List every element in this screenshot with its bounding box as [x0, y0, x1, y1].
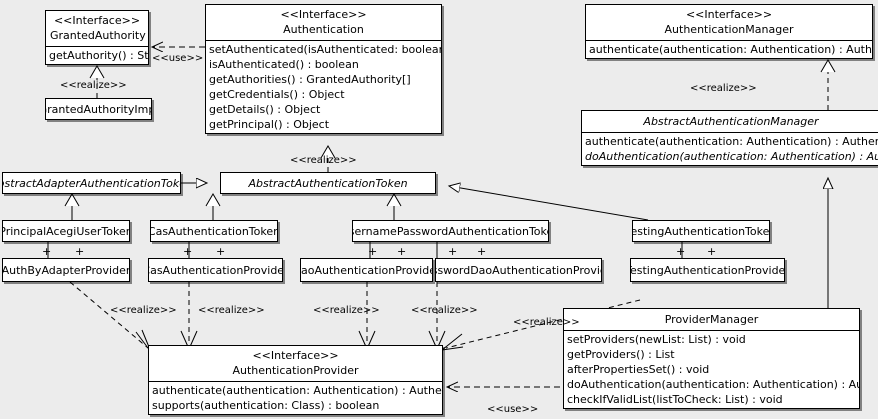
class-name: AbstractAuthenticationManager	[643, 115, 819, 128]
operations-compartment: authenticate(authentication: Authenticat…	[586, 41, 872, 58]
association-plus-marker: +	[676, 245, 686, 258]
class-authentication-manager[interactable]: <<Interface>> AuthenticationManager auth…	[585, 4, 873, 59]
class-abstract-authentication-token[interactable]: AbstractAuthenticationToken	[220, 172, 436, 194]
divider	[206, 40, 441, 41]
class-granted-authority-impl[interactable]: GrantedAuthorityImpl	[45, 98, 152, 120]
class-header: <<Interface>> AuthenticationManager	[586, 5, 872, 40]
operation: isAuthenticated() : boolean	[209, 58, 359, 71]
class-name: Authentication	[283, 23, 364, 36]
association-plus-marker: +	[42, 245, 52, 258]
operation: setAuthenticated(isAuthenticated: boolea…	[209, 43, 441, 56]
class-header: AbstractAuthenticationManager	[582, 111, 878, 132]
association-plus-marker: +	[397, 245, 407, 258]
association-plus-marker: +	[75, 245, 85, 258]
class-abstract-adapter-authentication-token[interactable]: AbstractAdapterAuthenticationToken	[2, 172, 181, 194]
stereotype-label: <<Interface>>	[53, 14, 141, 27]
class-name: GrantedAuthority	[50, 29, 146, 42]
class-name: DaoAuthenticationProvider	[300, 263, 432, 277]
operations-compartment: getAuthority() : String	[46, 47, 148, 64]
class-password-dao-authentication-provider[interactable]: PasswordDaoAuthenticationProvider	[435, 258, 602, 282]
class-name: GrantedAuthorityImpl	[45, 102, 151, 116]
association-plus-marker: +	[707, 245, 717, 258]
operation: doAuthentication(authentication: Authent…	[567, 378, 859, 391]
class-auth-by-adapter-provider[interactable]: AuthByAdapterProvider	[2, 258, 130, 282]
stereotype-label: <<Interface>>	[252, 349, 339, 362]
operation: getCredentials() : Object	[209, 88, 345, 101]
class-name: UsernamePasswordAuthenticationToken	[352, 224, 548, 238]
class-dao-authentication-provider[interactable]: DaoAuthenticationProvider	[300, 258, 433, 282]
class-provider-manager[interactable]: ProviderManager setProviders(newList: Li…	[563, 308, 860, 409]
operation: getAuthorities() : GrantedAuthority[]	[209, 73, 411, 86]
operation: supports(authentication: Class) : boolea…	[152, 399, 380, 412]
relation-label-realize-auth-by-adapter-provider: <<realize>>	[110, 305, 177, 316]
operation: setProviders(newList: List) : void	[567, 333, 746, 346]
association-plus-marker: +	[477, 245, 487, 258]
class-name: AbstractAuthenticationToken	[248, 176, 408, 190]
divider	[586, 40, 872, 41]
operation: doAuthentication(authentication: Authent…	[585, 150, 878, 163]
relation-label-use-granted-authority: <<use>>	[152, 53, 204, 64]
class-header: ProviderManager	[564, 309, 859, 330]
class-header: <<Interface>> Authentication	[206, 5, 441, 40]
class-testing-authentication-provider[interactable]: TestingAuthenticationProvider	[630, 258, 785, 282]
stereotype-label: <<Interface>>	[685, 8, 773, 21]
class-name: AuthenticationProvider	[232, 364, 359, 377]
class-name: TestingAuthenticationProvider	[630, 263, 785, 277]
operations-compartment: authenticate(authentication: Authenticat…	[149, 382, 442, 414]
association-plus-marker: +	[216, 245, 226, 258]
relation-label-realize-testing-authentication-provider: <<realize>>	[513, 317, 580, 328]
divider	[149, 381, 442, 382]
class-name: AuthenticationManager	[664, 23, 794, 36]
operation: getProviders() : List	[567, 348, 675, 361]
class-cas-authentication-token[interactable]: CasAuthenticationToken	[150, 220, 278, 242]
operation: getPrincipal() : Object	[209, 118, 330, 131]
class-principal-acegi-user-token[interactable]: PrincipalAcegiUserToken	[2, 220, 130, 242]
class-header: <<Interface>> AuthenticationProvider	[149, 346, 442, 381]
relation-label-realize-abstract-authentication-manager: <<realize>>	[690, 83, 757, 94]
relation-label-realize-granted-authority-impl: <<realize>>	[60, 80, 127, 91]
operation: afterPropertiesSet() : void	[567, 363, 710, 376]
relation-label-realize-dao-authentication-provider: <<realize>>	[313, 305, 380, 316]
class-name: AbstractAdapterAuthenticationToken	[3, 176, 180, 190]
relation-label-realize-abstract-authentication-token: <<realize>>	[290, 155, 357, 166]
divider	[46, 46, 148, 47]
operation: authenticate(authentication: Authenticat…	[585, 135, 878, 148]
stereotype-label: <<Interface>>	[280, 8, 367, 21]
class-name: CasAuthenticationToken	[150, 224, 278, 238]
class-name: CasAuthenticationProvider	[148, 263, 283, 277]
class-name: AuthByAdapterProvider	[2, 263, 130, 277]
class-name: TestingAuthenticationToken	[632, 224, 770, 238]
operation: authenticate(authentication: Authenticat…	[152, 384, 442, 397]
operations-compartment: setProviders(newList: List) : void getPr…	[564, 331, 859, 408]
operations-compartment: setAuthenticated(isAuthenticated: boolea…	[206, 41, 441, 133]
class-testing-authentication-token[interactable]: TestingAuthenticationToken	[632, 220, 770, 242]
relation-label-realize-password-dao-authentication-provider: <<realize>>	[411, 305, 478, 316]
operation: getAuthority() : String	[49, 49, 149, 62]
class-header: <<Interface>> GrantedAuthority	[46, 11, 148, 46]
class-name: PasswordDaoAuthenticationProvider	[436, 263, 601, 277]
association-plus-marker: +	[448, 245, 458, 258]
relation-label-realize-cas-authentication-provider: <<realize>>	[198, 305, 265, 316]
relation-label-use-provider-manager: <<use>>	[487, 404, 539, 415]
operation: getDetails() : Object	[209, 103, 321, 116]
operation: checkIfValidList(listToCheck: List) : vo…	[567, 393, 783, 406]
class-name: PrincipalAcegiUserToken	[2, 224, 130, 238]
class-cas-authentication-provider[interactable]: CasAuthenticationProvider	[148, 258, 283, 282]
class-authentication[interactable]: <<Interface>> Authentication setAuthenti…	[205, 4, 442, 134]
operation: authenticate(authentication: Authenticat…	[589, 43, 872, 56]
divider	[582, 132, 878, 133]
operations-compartment: authenticate(authentication: Authenticat…	[582, 133, 878, 165]
class-abstract-authentication-manager[interactable]: AbstractAuthenticationManager authentica…	[581, 110, 878, 166]
class-authentication-provider[interactable]: <<Interface>> AuthenticationProvider aut…	[148, 345, 443, 415]
class-name: ProviderManager	[664, 313, 759, 326]
class-granted-authority[interactable]: <<Interface>> GrantedAuthority getAuthor…	[45, 10, 149, 65]
association-plus-marker: +	[368, 245, 378, 258]
association-plus-marker: +	[183, 245, 193, 258]
class-username-password-authentication-token[interactable]: UsernamePasswordAuthenticationToken	[352, 220, 549, 242]
divider	[564, 330, 859, 331]
